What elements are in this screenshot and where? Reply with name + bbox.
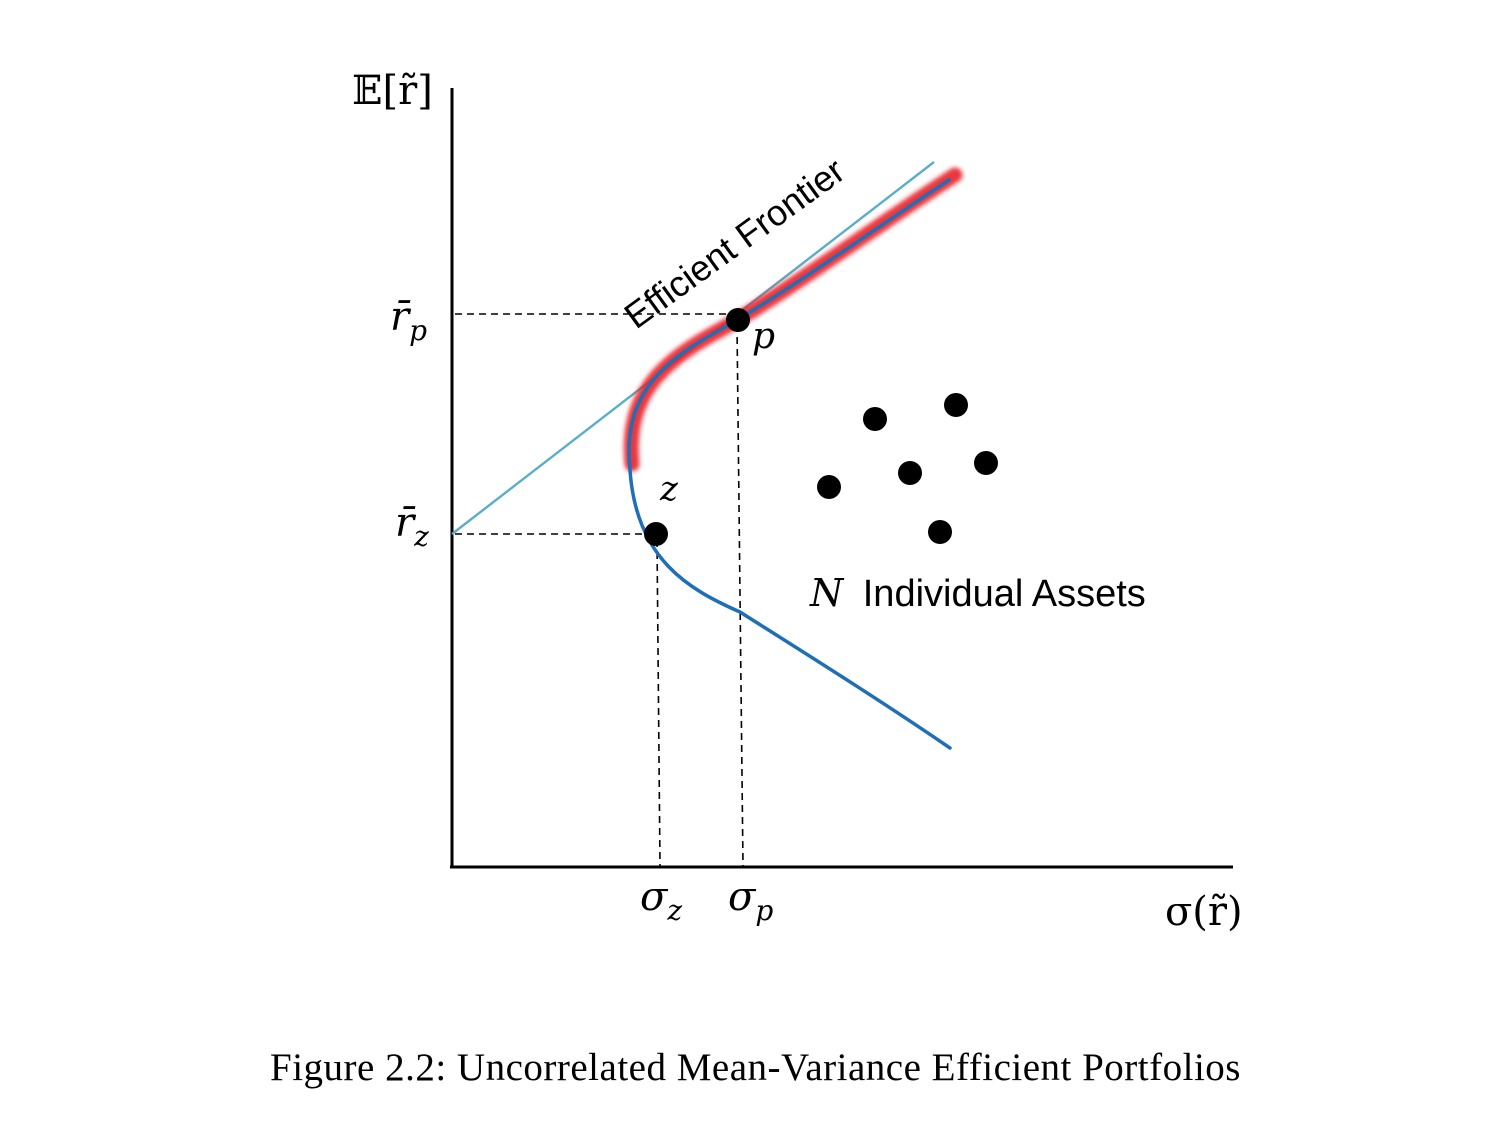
assets-label: N Individual Assets bbox=[809, 571, 1146, 615]
sigma-z-guide-vertical bbox=[656, 539, 661, 867]
assets-label-text: Individual Assets bbox=[863, 573, 1146, 615]
point-z-label: z bbox=[659, 469, 679, 509]
tick-sigma-z: σz bbox=[640, 874, 682, 927]
tick-r-p: r̄p bbox=[390, 294, 427, 347]
asset-dot bbox=[898, 461, 922, 485]
portfolio-point-z bbox=[644, 522, 668, 546]
assets-label-n: N bbox=[809, 571, 845, 615]
tick-sigma-p: σp bbox=[728, 874, 773, 927]
asset-dot bbox=[944, 393, 968, 417]
portfolio-point-p bbox=[726, 308, 750, 332]
point-p-label: p bbox=[752, 316, 775, 357]
tick-r-z: r̄z bbox=[395, 500, 429, 553]
hyperbola-curve bbox=[627, 178, 952, 750]
y-axis-label: 𝔼[r̃] bbox=[352, 68, 433, 114]
x-axis-label: σ(r̃) bbox=[1165, 889, 1243, 935]
asset-dot bbox=[817, 475, 841, 499]
asset-dot bbox=[974, 451, 998, 475]
efficient-frontier-label: Efficient Frontier bbox=[617, 150, 853, 337]
figure-caption: Figure 2.2: Uncorrelated Mean-Variance E… bbox=[270, 1046, 1241, 1089]
individual-assets bbox=[817, 393, 998, 544]
asset-dot bbox=[863, 407, 887, 431]
sigma-p-guide-vertical bbox=[736, 324, 744, 867]
asset-dot bbox=[928, 520, 952, 544]
